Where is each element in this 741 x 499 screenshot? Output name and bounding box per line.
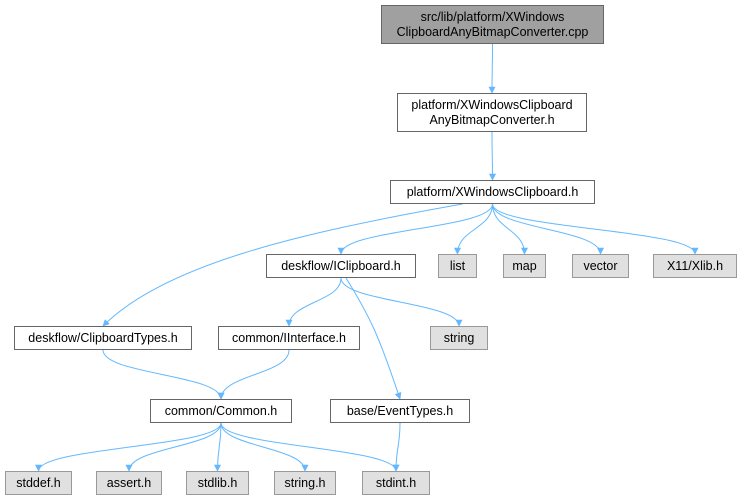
node-string[interactable]: string <box>430 326 488 350</box>
node-label: map <box>512 258 537 273</box>
node-label: stddef.h <box>16 475 61 490</box>
node-label: list <box>449 258 466 273</box>
node-label: vector <box>583 258 618 273</box>
edge-xwc-h-to-iclipboard-h <box>337 203 493 255</box>
node-label: AnyBitmapConverter.h <box>429 112 555 127</box>
node-stdlib-h[interactable]: stdlib.h <box>186 471 249 495</box>
node-label: ClipboardAnyBitmapConverter.cpp <box>396 24 589 39</box>
node-xwc-h[interactable]: platform/XWindowsClipboard.h <box>390 180 595 204</box>
edge-common-h-to-string-h <box>220 422 309 472</box>
edge-iclipboard-h-to-iinterface-h <box>285 277 342 327</box>
node-label: deskflow/IClipboard.h <box>281 258 401 273</box>
node-iinterface-h[interactable]: common/IInterface.h <box>218 326 360 350</box>
edge-eventtypes-h-to-stdint-h <box>392 422 401 472</box>
node-label: common/IInterface.h <box>232 330 346 345</box>
edge-root-to-xwcabc-h <box>488 43 496 94</box>
edge-common-h-to-stdlib-h <box>214 422 222 472</box>
node-stdint-h[interactable]: stdint.h <box>362 471 430 495</box>
edge-cliptypes-h-to-common-h <box>102 349 225 400</box>
node-label: string <box>443 330 475 345</box>
edge-iinterface-h-to-common-h <box>217 349 290 400</box>
node-stddef-h[interactable]: stddef.h <box>5 471 72 495</box>
node-label: stdlib.h <box>197 475 238 490</box>
node-cliptypes-h[interactable]: deskflow/ClipboardTypes.h <box>14 326 192 350</box>
edge-common-h-to-stdint-h <box>220 422 400 472</box>
node-label: common/Common.h <box>164 403 278 418</box>
edge-iclipboard-h-to-string <box>340 277 463 327</box>
node-label: src/lib/platform/XWindows <box>420 9 565 24</box>
node-label: X11/Xlib.h <box>666 258 724 273</box>
node-common-h[interactable]: common/Common.h <box>150 399 292 423</box>
node-map[interactable]: map <box>503 254 546 278</box>
node-eventtypes-h[interactable]: base/EventTypes.h <box>330 399 470 423</box>
node-string-h[interactable]: string.h <box>274 471 336 495</box>
edge-xwc-h-to-map <box>492 203 528 255</box>
edge-xwcabc-h-to-xwc-h <box>488 131 496 181</box>
edge-xwc-h-to-vector <box>492 203 604 255</box>
edge-common-h-to-assert-h <box>125 422 222 472</box>
edge-common-h-to-stddef-h <box>35 422 222 472</box>
node-label: string.h <box>284 475 326 490</box>
node-label: platform/XWindowsClipboard.h <box>406 184 579 199</box>
node-vector[interactable]: vector <box>572 254 629 278</box>
node-assert-h[interactable]: assert.h <box>96 471 162 495</box>
edge-xwc-h-to-xlib-h <box>492 203 699 255</box>
edge-xwc-h-to-list <box>454 203 493 255</box>
node-list[interactable]: list <box>438 254 477 278</box>
edge-iclipboard-h-to-eventtypes-h <box>345 277 402 400</box>
node-label: platform/XWindowsClipboard <box>411 97 573 112</box>
node-label: stdint.h <box>375 475 417 490</box>
edge-xwc-h-to-cliptypes-h <box>102 203 463 327</box>
node-label: base/EventTypes.h <box>346 403 454 418</box>
node-label: deskflow/ClipboardTypes.h <box>28 330 178 345</box>
node-xlib-h[interactable]: X11/Xlib.h <box>653 254 737 278</box>
node-label: assert.h <box>106 475 152 490</box>
node-iclipboard-h[interactable]: deskflow/IClipboard.h <box>266 254 416 278</box>
